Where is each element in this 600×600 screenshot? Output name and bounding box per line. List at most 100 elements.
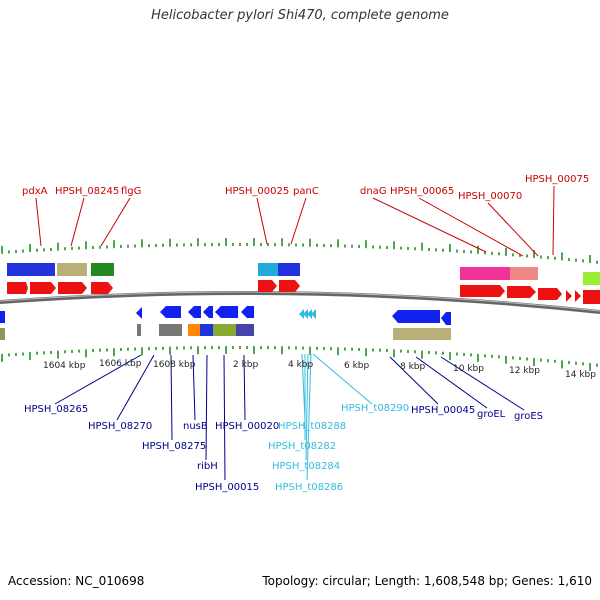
gene-label-top: HPSH_00070 (458, 191, 522, 202)
gene-arrow (136, 307, 142, 319)
scale-label: 2 kbp (233, 360, 259, 370)
pointer-line (223, 354, 226, 481)
gene-arrow (241, 306, 254, 318)
pointer-line (552, 185, 555, 256)
pointer-line (415, 356, 488, 409)
gene-label-top: pdxA (22, 186, 48, 197)
gene-label-bottom: ribH (197, 461, 218, 472)
feature-bar (510, 267, 538, 280)
pointer-line (305, 353, 309, 461)
pointer-line (100, 197, 131, 247)
gene-label-bottom: HPSH_00015 (195, 482, 259, 493)
gene-label-top: HPSH_00025 (225, 186, 289, 197)
scale-label: 8 kbp (400, 362, 426, 372)
scale-label: 10 kbp (453, 364, 484, 374)
pointer-line (290, 197, 307, 245)
gene-arrow (188, 306, 201, 318)
trna-arrow (307, 309, 312, 319)
feature-bar (278, 263, 300, 276)
feature-bar (393, 328, 451, 340)
pointer-line (70, 197, 85, 247)
feature-bar (258, 263, 278, 276)
pointer-line (192, 354, 196, 421)
gene-arrow (30, 282, 56, 294)
gene-label-top: flgG (121, 186, 141, 197)
pointer-line (389, 356, 439, 405)
gene-label-top: HPSH_00075 (525, 174, 589, 185)
gene-label-top: panC (293, 186, 319, 197)
gene-arrow (258, 280, 277, 292)
scale-label: 14 kbp (565, 370, 596, 380)
trna-label: HPSH_t08282 (268, 441, 336, 452)
gene-arrow (575, 290, 581, 302)
pointer-line (116, 354, 155, 421)
gene-label-top: HPSH_08245 (55, 186, 119, 197)
pointer-line (418, 197, 524, 257)
trna-arrow (299, 309, 304, 319)
pointer-line (35, 197, 42, 247)
gene-arrow (91, 282, 113, 294)
gene-arrow (392, 310, 440, 323)
scale-label: 1606 kbp (99, 359, 142, 369)
gene-label-bottom: groEL (477, 409, 506, 420)
top-gene-arrows (7, 280, 600, 304)
gene-arrow (58, 282, 87, 294)
gene-arrow (583, 290, 600, 304)
gene-label-bottom: groES (514, 411, 543, 422)
pointer-line (170, 354, 173, 441)
pointer-line (312, 353, 373, 405)
feature-bar (57, 263, 87, 276)
feature-bar (200, 324, 213, 336)
trna-label: HPSH_t08288 (278, 421, 346, 432)
pointer-line (256, 197, 268, 245)
gene-arrow (279, 280, 300, 292)
pointer-line (54, 354, 142, 405)
gene-label-bottom: HPSH_08265 (24, 404, 88, 415)
pointer-line (243, 354, 246, 421)
feature-bar (460, 267, 510, 280)
gene-arrow (203, 306, 213, 318)
scale-label: 6 kbp (344, 361, 370, 371)
pointer-line (306, 353, 312, 481)
feature-bar (188, 324, 200, 336)
gene-label-bottom: HPSH_00020 (215, 421, 279, 432)
gene-label-top: dnaG (360, 186, 387, 197)
scale-label: 12 kbp (509, 366, 540, 376)
trna-pointer-lines (301, 353, 373, 481)
gene-arrow (160, 306, 181, 318)
gene-label-bottom: HPSH_08275 (142, 441, 206, 452)
top-feature-bars (7, 263, 600, 285)
tick-track-top (1, 238, 598, 264)
gene-arrow (460, 285, 505, 297)
genome-summary-text: Topology: circular; Length: 1,608,548 bp… (262, 574, 592, 588)
pointer-line (205, 354, 208, 461)
trna-label: HPSH_t08290 (341, 403, 409, 414)
gene-label-bottom: HPSH_08270 (88, 421, 152, 432)
bottom-pointer-lines (54, 354, 525, 481)
gene-label-bottom: nusB (183, 421, 208, 432)
pointer-line (372, 197, 487, 253)
gene-arrow (0, 311, 5, 323)
gene-label-bottom: HPSH_00045 (411, 405, 475, 416)
trna-arrow (303, 309, 308, 319)
trna-arrow (311, 309, 316, 319)
genome-backbone-highlight (0, 291, 600, 312)
pointer-line (440, 356, 525, 411)
scale-label: 1608 kbp (153, 360, 196, 370)
pointer-line (487, 202, 539, 257)
gene-arrow (507, 286, 536, 298)
scale-label: 4 kbp (288, 360, 314, 370)
gene-arrow (441, 312, 451, 325)
feature-bar (0, 328, 5, 340)
genome-backbone (0, 291, 600, 314)
trna-arrows (299, 309, 316, 319)
map-title: Helicobacter pylori Shi470, complete gen… (151, 8, 449, 23)
feature-bar (236, 324, 254, 336)
trna-label: HPSH_t08286 (275, 482, 343, 493)
gene-label-top: HPSH_00065 (390, 186, 454, 197)
trna-label: HPSH_t08284 (272, 461, 340, 472)
feature-bar (583, 272, 600, 285)
gene-arrow (215, 306, 238, 318)
feature-bar (137, 324, 141, 336)
